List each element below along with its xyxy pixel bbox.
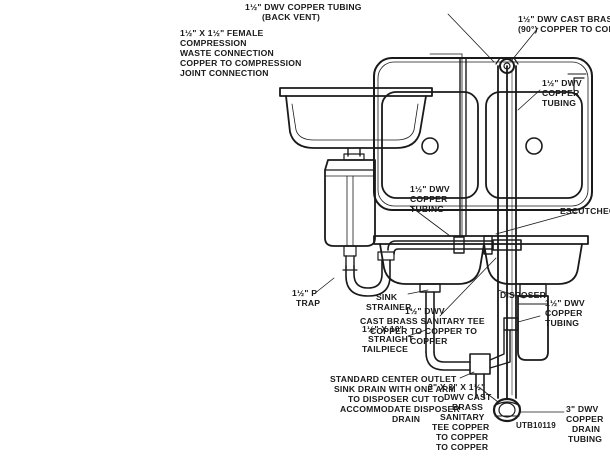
label-copper-tubing-bottom: 1½" DWV COPPER TUBING xyxy=(545,298,587,328)
label-sanitary-tee: 1½" DWV CAST BRASS SANITARY TEE COPPER T… xyxy=(360,306,487,346)
waste-arm xyxy=(387,235,493,255)
leader-lines-right xyxy=(407,289,525,379)
labels: 1½" DWV COPPER TUBING (BACK VENT) 1½" DW… xyxy=(180,2,610,452)
figure-code: UTB10119 xyxy=(516,421,556,430)
left-sink-bowl xyxy=(279,87,433,161)
straight-tailpiece xyxy=(425,291,435,353)
label-center-outlet: STANDARD CENTER OUTLET SINK DRAIN WITH O… xyxy=(330,374,462,424)
label-brass-tee: 3" X 3" X 1½" DWV CAST BRASS SANITARY TE… xyxy=(428,382,494,452)
label-back-vent: 1½" DWV COPPER TUBING (BACK VENT) xyxy=(245,2,364,22)
disposer-unit xyxy=(324,159,376,247)
label-female-compression: 1½" X 1½" FEMALE COMPRESSION WASTE CONNE… xyxy=(180,28,304,78)
double-sink-top-view xyxy=(373,57,593,211)
center-outlet-drain xyxy=(425,329,511,399)
drain-fitting xyxy=(492,397,522,423)
label-copper-tubing-top: 1½" DWV COPPER TUBING xyxy=(542,78,584,108)
label-disposer: DISPOSER xyxy=(500,290,547,300)
label-p-trap: 1½" P TRAP xyxy=(292,288,320,308)
label-tailpiece: 1½" X 10" STRAIGHT TAILPIECE xyxy=(362,324,416,354)
right-disposer-unit xyxy=(503,295,549,361)
tailpiece xyxy=(343,245,357,267)
drain-stack xyxy=(492,65,522,399)
double-sink-front-view xyxy=(373,235,589,297)
p-trap xyxy=(342,251,395,297)
label-cast-brass-elbow: 1½" DWV CAST BRASS ¼ B (90°) COPPER TO C… xyxy=(518,14,610,34)
label-drain-tubing: 3" DWV COPPER DRAIN TUBING xyxy=(566,404,606,444)
label-copper-tubing-horizontal: 1½" DWV COPPER TUBING xyxy=(410,184,452,214)
label-sink-strainer: SINK STRAINER xyxy=(366,292,412,312)
label-escutcheon: ESCUTCHEON xyxy=(560,206,610,216)
